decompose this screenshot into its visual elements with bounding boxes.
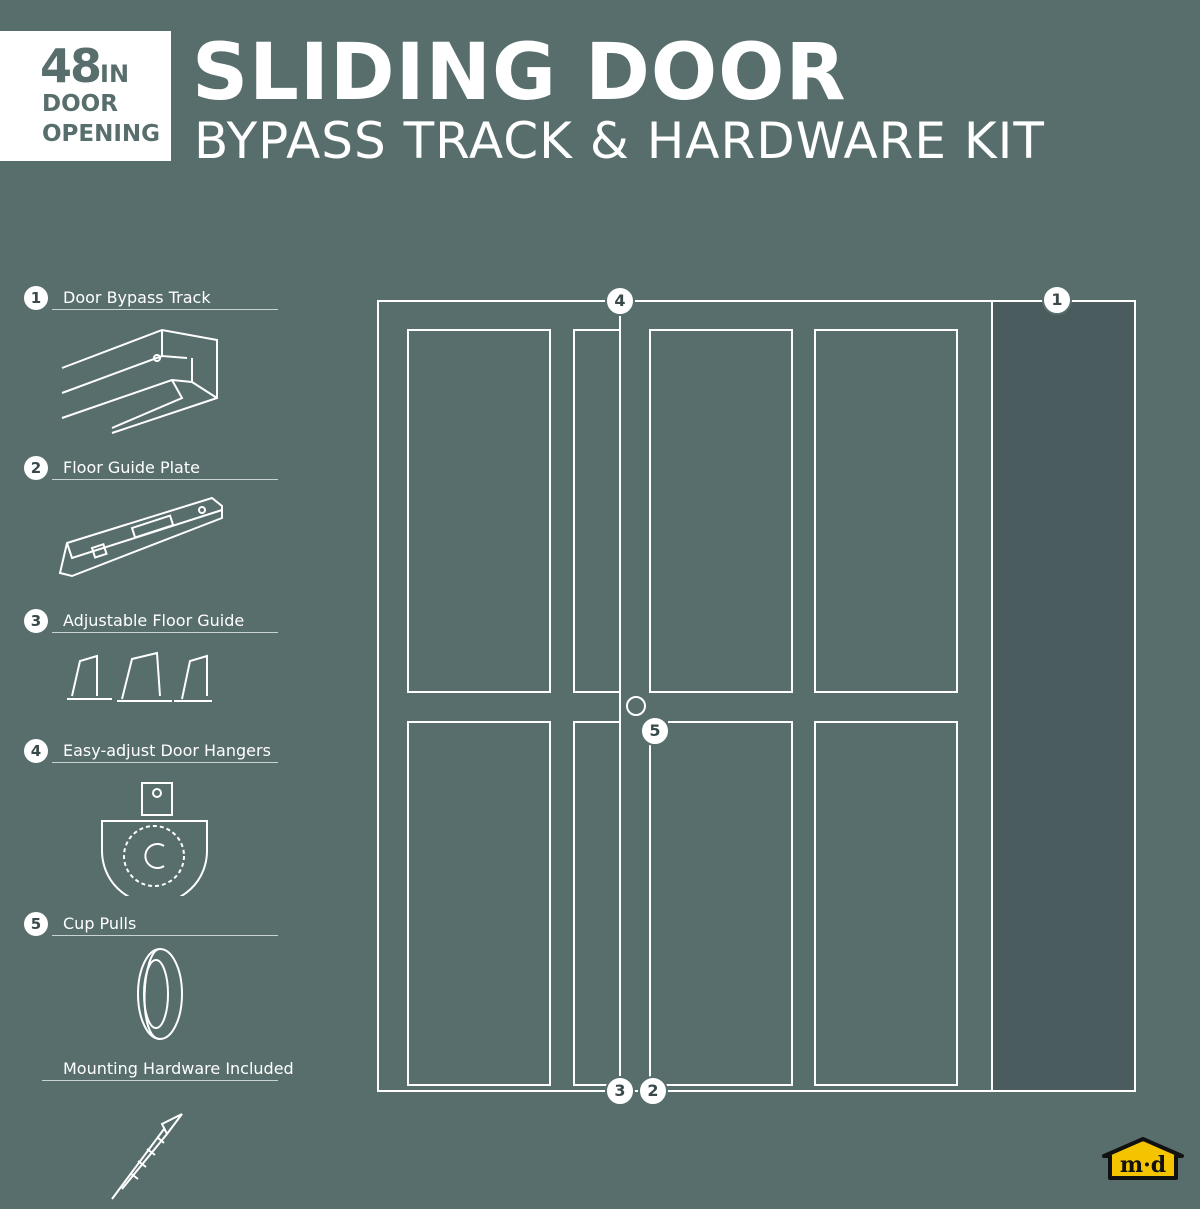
door-panel — [407, 329, 551, 693]
divider — [52, 309, 278, 310]
door-opening-badge: 48IN DOOR OPENING — [0, 31, 171, 161]
door-panel — [814, 329, 958, 693]
side-panel — [991, 300, 1136, 1092]
door-panel — [573, 329, 621, 693]
door-panel — [573, 721, 621, 1086]
svg-text:m·d: m·d — [1120, 1152, 1166, 1178]
callout-floor-guide: 3 — [605, 1076, 635, 1106]
page-title: SLIDING DOOR — [192, 28, 847, 118]
page-subtitle: BYPASS TRACK & HARDWARE KIT — [194, 112, 1045, 170]
opening-size: 48IN — [40, 39, 130, 93]
md-logo: m·d — [1102, 1137, 1184, 1180]
divider — [42, 1080, 278, 1081]
badge-line3: OPENING — [42, 121, 161, 147]
track-icon — [61, 328, 218, 434]
door-panel — [814, 721, 958, 1086]
badge-line2: DOOR — [42, 91, 118, 117]
door-panel — [649, 329, 793, 693]
divider — [52, 632, 278, 633]
door-panel — [649, 721, 793, 1086]
floor-guide-icon — [67, 651, 212, 702]
screw-icon — [111, 1113, 183, 1200]
callout-hangers: 4 — [605, 286, 635, 316]
door-panel — [407, 721, 551, 1086]
door-frame — [377, 300, 993, 1092]
divider — [52, 479, 278, 480]
hanger-icon — [101, 782, 208, 896]
callout-guide-plate: 2 — [638, 1076, 668, 1106]
callout-cup-pull: 5 — [640, 716, 670, 746]
divider — [52, 935, 278, 936]
cup-pull-icon — [137, 948, 183, 1040]
divider — [52, 762, 278, 763]
guide-plate-icon — [58, 496, 223, 578]
callout-track: 1 — [1042, 285, 1072, 315]
cup-pull-marker — [626, 696, 646, 716]
